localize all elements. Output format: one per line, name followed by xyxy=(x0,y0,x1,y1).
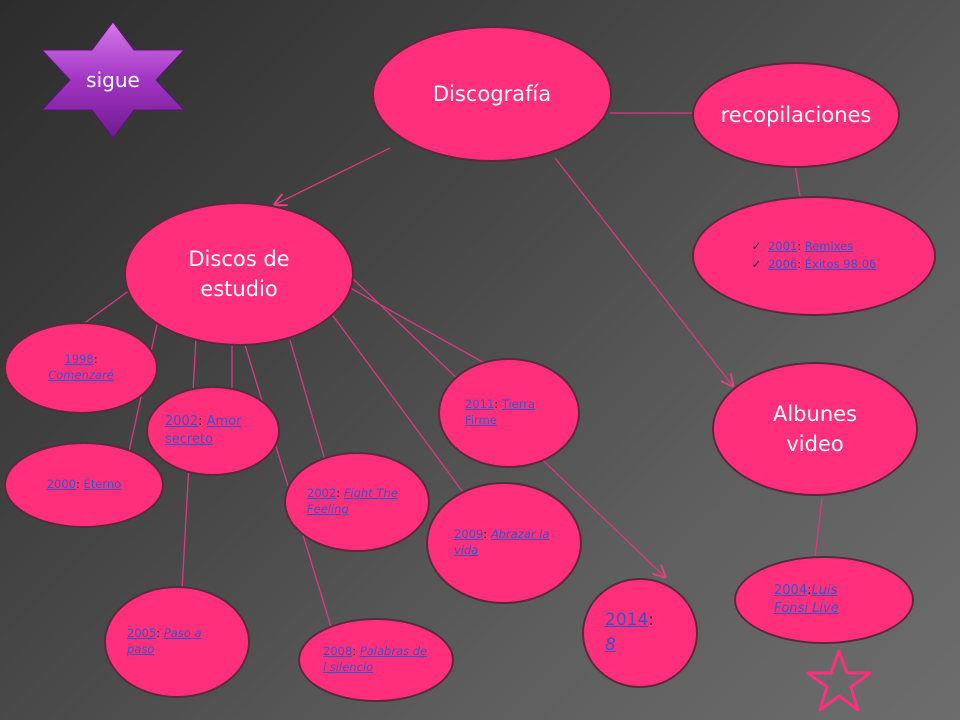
compilation-year-link[interactable]: 2006 xyxy=(767,257,798,271)
node-discografia-label: Discografía xyxy=(432,81,552,106)
next-star-button[interactable]: sigue xyxy=(40,20,186,140)
node-album-2002-amor-secreto: 2002: Amor secreto xyxy=(146,386,280,476)
outline-star-icon xyxy=(806,649,872,712)
album-year-link[interactable]: 2008 xyxy=(323,644,353,659)
album-title-link[interactable]: Amor secreto xyxy=(165,413,242,447)
connector-video-list xyxy=(814,497,823,559)
connector-root-studio xyxy=(276,147,391,204)
node-video-2004: 2004:Luis Fonsi Live xyxy=(734,556,914,644)
compilation-title-link[interactable]: Éxitos 98:06 xyxy=(804,257,877,271)
node-album-2008: 2008: Palabras del silencio xyxy=(298,618,454,702)
node-album-2014: 2014: 8 xyxy=(582,578,698,688)
album-year-link[interactable]: 2014 xyxy=(605,609,649,630)
video-year-link[interactable]: 2004 xyxy=(774,582,808,598)
connector-compilations-list xyxy=(794,164,801,197)
album-title-link[interactable]: Palabras del silencio xyxy=(323,644,428,674)
node-albunes-video-label: Albunes video xyxy=(772,401,857,456)
album-year-link[interactable]: 2005 xyxy=(127,626,157,641)
connector-studio-2009 xyxy=(324,304,466,496)
video-title-link[interactable]: Luis Fonsi Live xyxy=(774,582,839,616)
album-title-link[interactable]: Abrazar la vida xyxy=(454,527,550,557)
list-item: 2001: Remixes xyxy=(752,238,877,256)
next-button-label: sigue xyxy=(86,68,140,92)
node-recopilaciones-label: recopilaciones xyxy=(720,102,872,127)
node-discografia: Discografía xyxy=(372,26,612,162)
compilation-title-link[interactable]: Remixes xyxy=(804,239,854,254)
album-year-link[interactable]: 2002 xyxy=(165,413,199,429)
node-recopilaciones-list: 2001: Remixes 2006: Éxitos 98:06 xyxy=(692,196,936,316)
album-year-link[interactable]: 2002 xyxy=(307,486,337,501)
node-albunes-video: Albunes video xyxy=(712,362,918,496)
album-title-link[interactable]: Comenzaré xyxy=(48,368,114,382)
album-title-link[interactable]: Fight The Feeling xyxy=(307,486,398,516)
album-year-link[interactable]: 2000 xyxy=(46,477,77,492)
node-album-2005: 2005: Paso a paso xyxy=(104,586,250,698)
album-title-link[interactable]: Tierra Firme xyxy=(465,397,536,427)
node-discos-estudio: Discos de estudio xyxy=(124,202,354,346)
node-album-2009: 2009: Abrazar la vida xyxy=(426,482,582,604)
node-recopilaciones: recopilaciones xyxy=(692,62,900,168)
compilations-list: 2001: Remixes 2006: Éxitos 98:06 xyxy=(752,238,877,274)
album-year-link[interactable]: 1998 xyxy=(64,352,94,367)
connector-root-video xyxy=(554,157,732,385)
node-album-2000: 2000: Eterno xyxy=(4,442,164,528)
node-album-1998: 1998: Comenzaré xyxy=(4,322,158,414)
connector-studio-2011 xyxy=(344,284,489,366)
album-title-link[interactable]: Eterno xyxy=(83,477,122,492)
compilation-year-link[interactable]: 2001 xyxy=(767,239,798,254)
star-icon xyxy=(40,21,186,139)
album-title-link[interactable]: 8 xyxy=(605,635,616,655)
connector-studio-2002b xyxy=(289,339,326,461)
album-title-link[interactable]: Paso a paso xyxy=(127,626,202,656)
node-album-2002-fight-the-feeling: 2002: Fight The Feeling xyxy=(284,452,430,552)
node-discos-estudio-label: Discos de estudio xyxy=(188,246,290,301)
album-year-link[interactable]: 2009 xyxy=(454,527,484,542)
list-item: 2006: Éxitos 98:06 xyxy=(752,256,877,274)
node-album-2011: 2011: Tierra Firme xyxy=(438,358,580,468)
album-year-link[interactable]: 2011 xyxy=(465,397,495,412)
